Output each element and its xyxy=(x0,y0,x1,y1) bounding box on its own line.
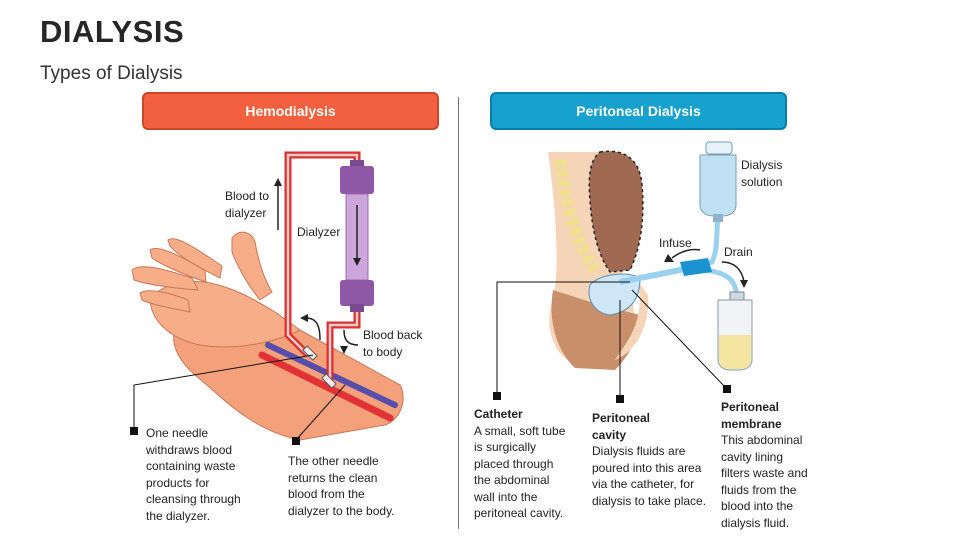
flow-arrows xyxy=(664,248,748,288)
needle-return-description: The other needle returns the clean blood… xyxy=(288,454,395,518)
label-dialyzer: Dialyzer xyxy=(297,225,341,239)
catheter-description: Catheter A small, soft tube is surgicall… xyxy=(474,407,566,520)
needle-return xyxy=(321,373,337,389)
bullet-marker xyxy=(130,427,138,435)
needle-withdraw xyxy=(302,345,318,361)
arm-illustration xyxy=(131,231,404,441)
leader-lines xyxy=(133,354,346,441)
blood-tubing xyxy=(284,151,361,380)
label-blood-to-dialyzer: Blood to dialyzer xyxy=(225,189,270,220)
hemodialysis-header: Hemodialysis xyxy=(142,92,439,130)
catheter-title: Catheter xyxy=(474,407,523,421)
cavity-description: Peritoneal cavity Dialysis fluids are po… xyxy=(592,411,707,508)
label-infuse: Infuse xyxy=(659,236,692,250)
membrane-description: Peritoneal membrane This abdominal cavit… xyxy=(721,400,808,530)
dialyzer-icon xyxy=(340,160,374,312)
bullet-marker xyxy=(292,437,300,445)
needle-withdraw-description: One needle withdraws blood containing wa… xyxy=(146,426,241,523)
slide-title: DIALYSIS xyxy=(40,14,185,49)
slide-subtitle: Types of Dialysis xyxy=(40,63,183,84)
cavity-title: Peritoneal xyxy=(592,411,651,425)
leader-lines xyxy=(496,281,727,398)
bullet-marker xyxy=(493,392,501,400)
label-drain: Drain xyxy=(724,245,753,259)
bullet-marker xyxy=(723,385,731,393)
peritoneal-dialysis-header: Peritoneal Dialysis xyxy=(490,92,787,130)
bullet-marker xyxy=(616,395,624,403)
label-blood-back: Blood back to body xyxy=(363,328,423,359)
drain-bag-icon xyxy=(717,291,753,371)
torso-illustration xyxy=(548,150,649,370)
section-divider xyxy=(458,97,459,529)
label-dialysis-solution: Dialysis solution xyxy=(741,158,783,189)
flow-arrows xyxy=(274,178,359,354)
solution-bag-icon xyxy=(699,141,737,222)
membrane-title: Peritoneal xyxy=(721,400,780,414)
